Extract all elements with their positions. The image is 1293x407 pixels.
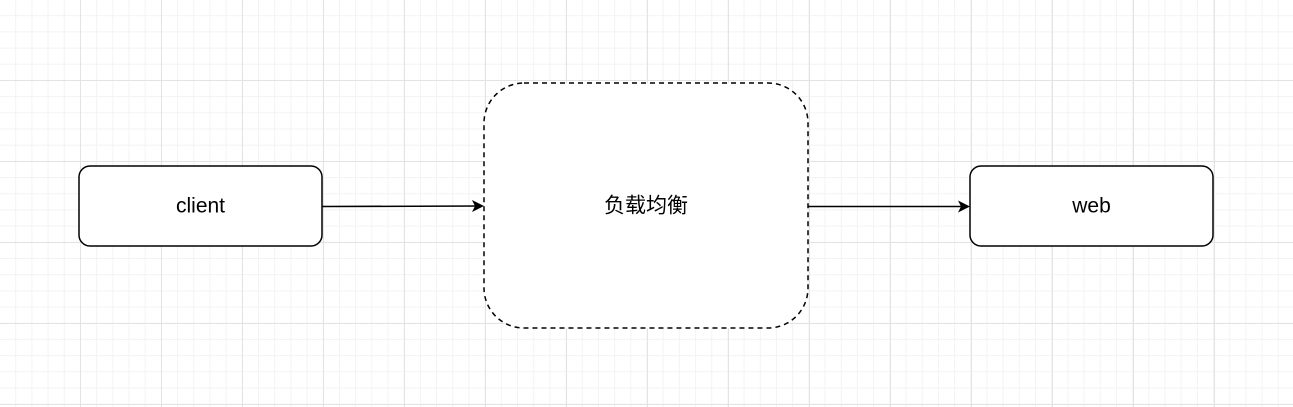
node-client-label: client — [176, 195, 225, 218]
node-load-balancer[interactable]: 负载均衡 — [483, 82, 809, 329]
edge-client-to-load-balancer[interactable] — [321, 200, 484, 213]
node-web[interactable]: web — [969, 165, 1214, 247]
node-client[interactable]: client — [78, 165, 323, 247]
node-web-label: web — [1071, 195, 1111, 218]
node-load-balancer-label: 负载均衡 — [604, 195, 688, 218]
